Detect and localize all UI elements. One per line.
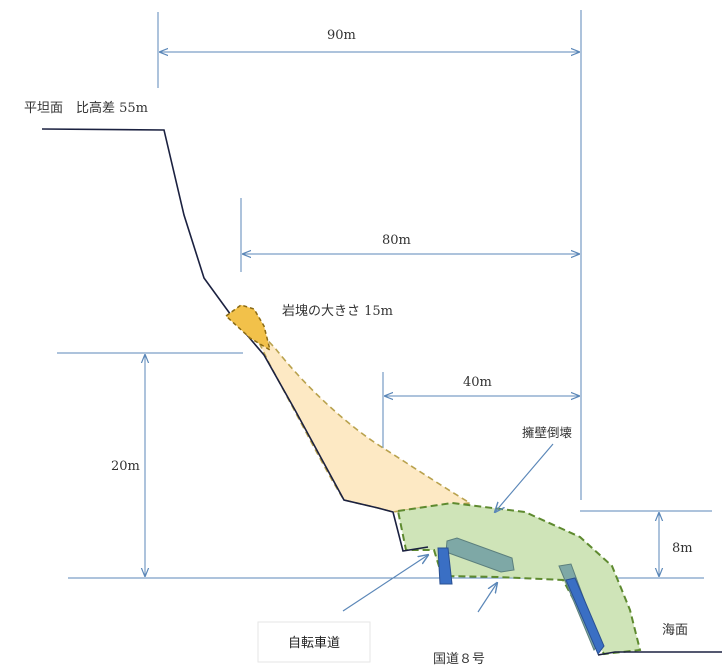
sea-shore-line [597, 651, 722, 656]
sea-wall [565, 577, 605, 655]
label-80m: 80m [382, 233, 411, 248]
label-90m: 90m [327, 28, 356, 43]
arrow-route8 [477, 583, 497, 613]
talus-deposit [247, 319, 473, 513]
bike-path-wall [437, 547, 453, 585]
label-8m: 8m [672, 541, 693, 556]
label-40m: 40m [463, 375, 492, 390]
rock-block [224, 304, 272, 352]
label-rock-size: 岩塊の大きさ 15m [282, 303, 393, 319]
label-retaining-wall: 擁壁倒壊 [522, 425, 573, 440]
label-plateau: 平坦面 比高差 55m [24, 100, 148, 116]
label-20m: 20m [111, 459, 140, 474]
label-bike-path: 自転車道 [288, 636, 340, 651]
bike-path-label-box [257, 621, 371, 663]
label-route8: 国道８号 [433, 652, 485, 667]
cliff-profile-line [41, 128, 429, 552]
label-sea: 海面 [662, 623, 688, 638]
arrow-retaining-wall [495, 443, 554, 512]
arrow-bike-path [342, 555, 428, 612]
